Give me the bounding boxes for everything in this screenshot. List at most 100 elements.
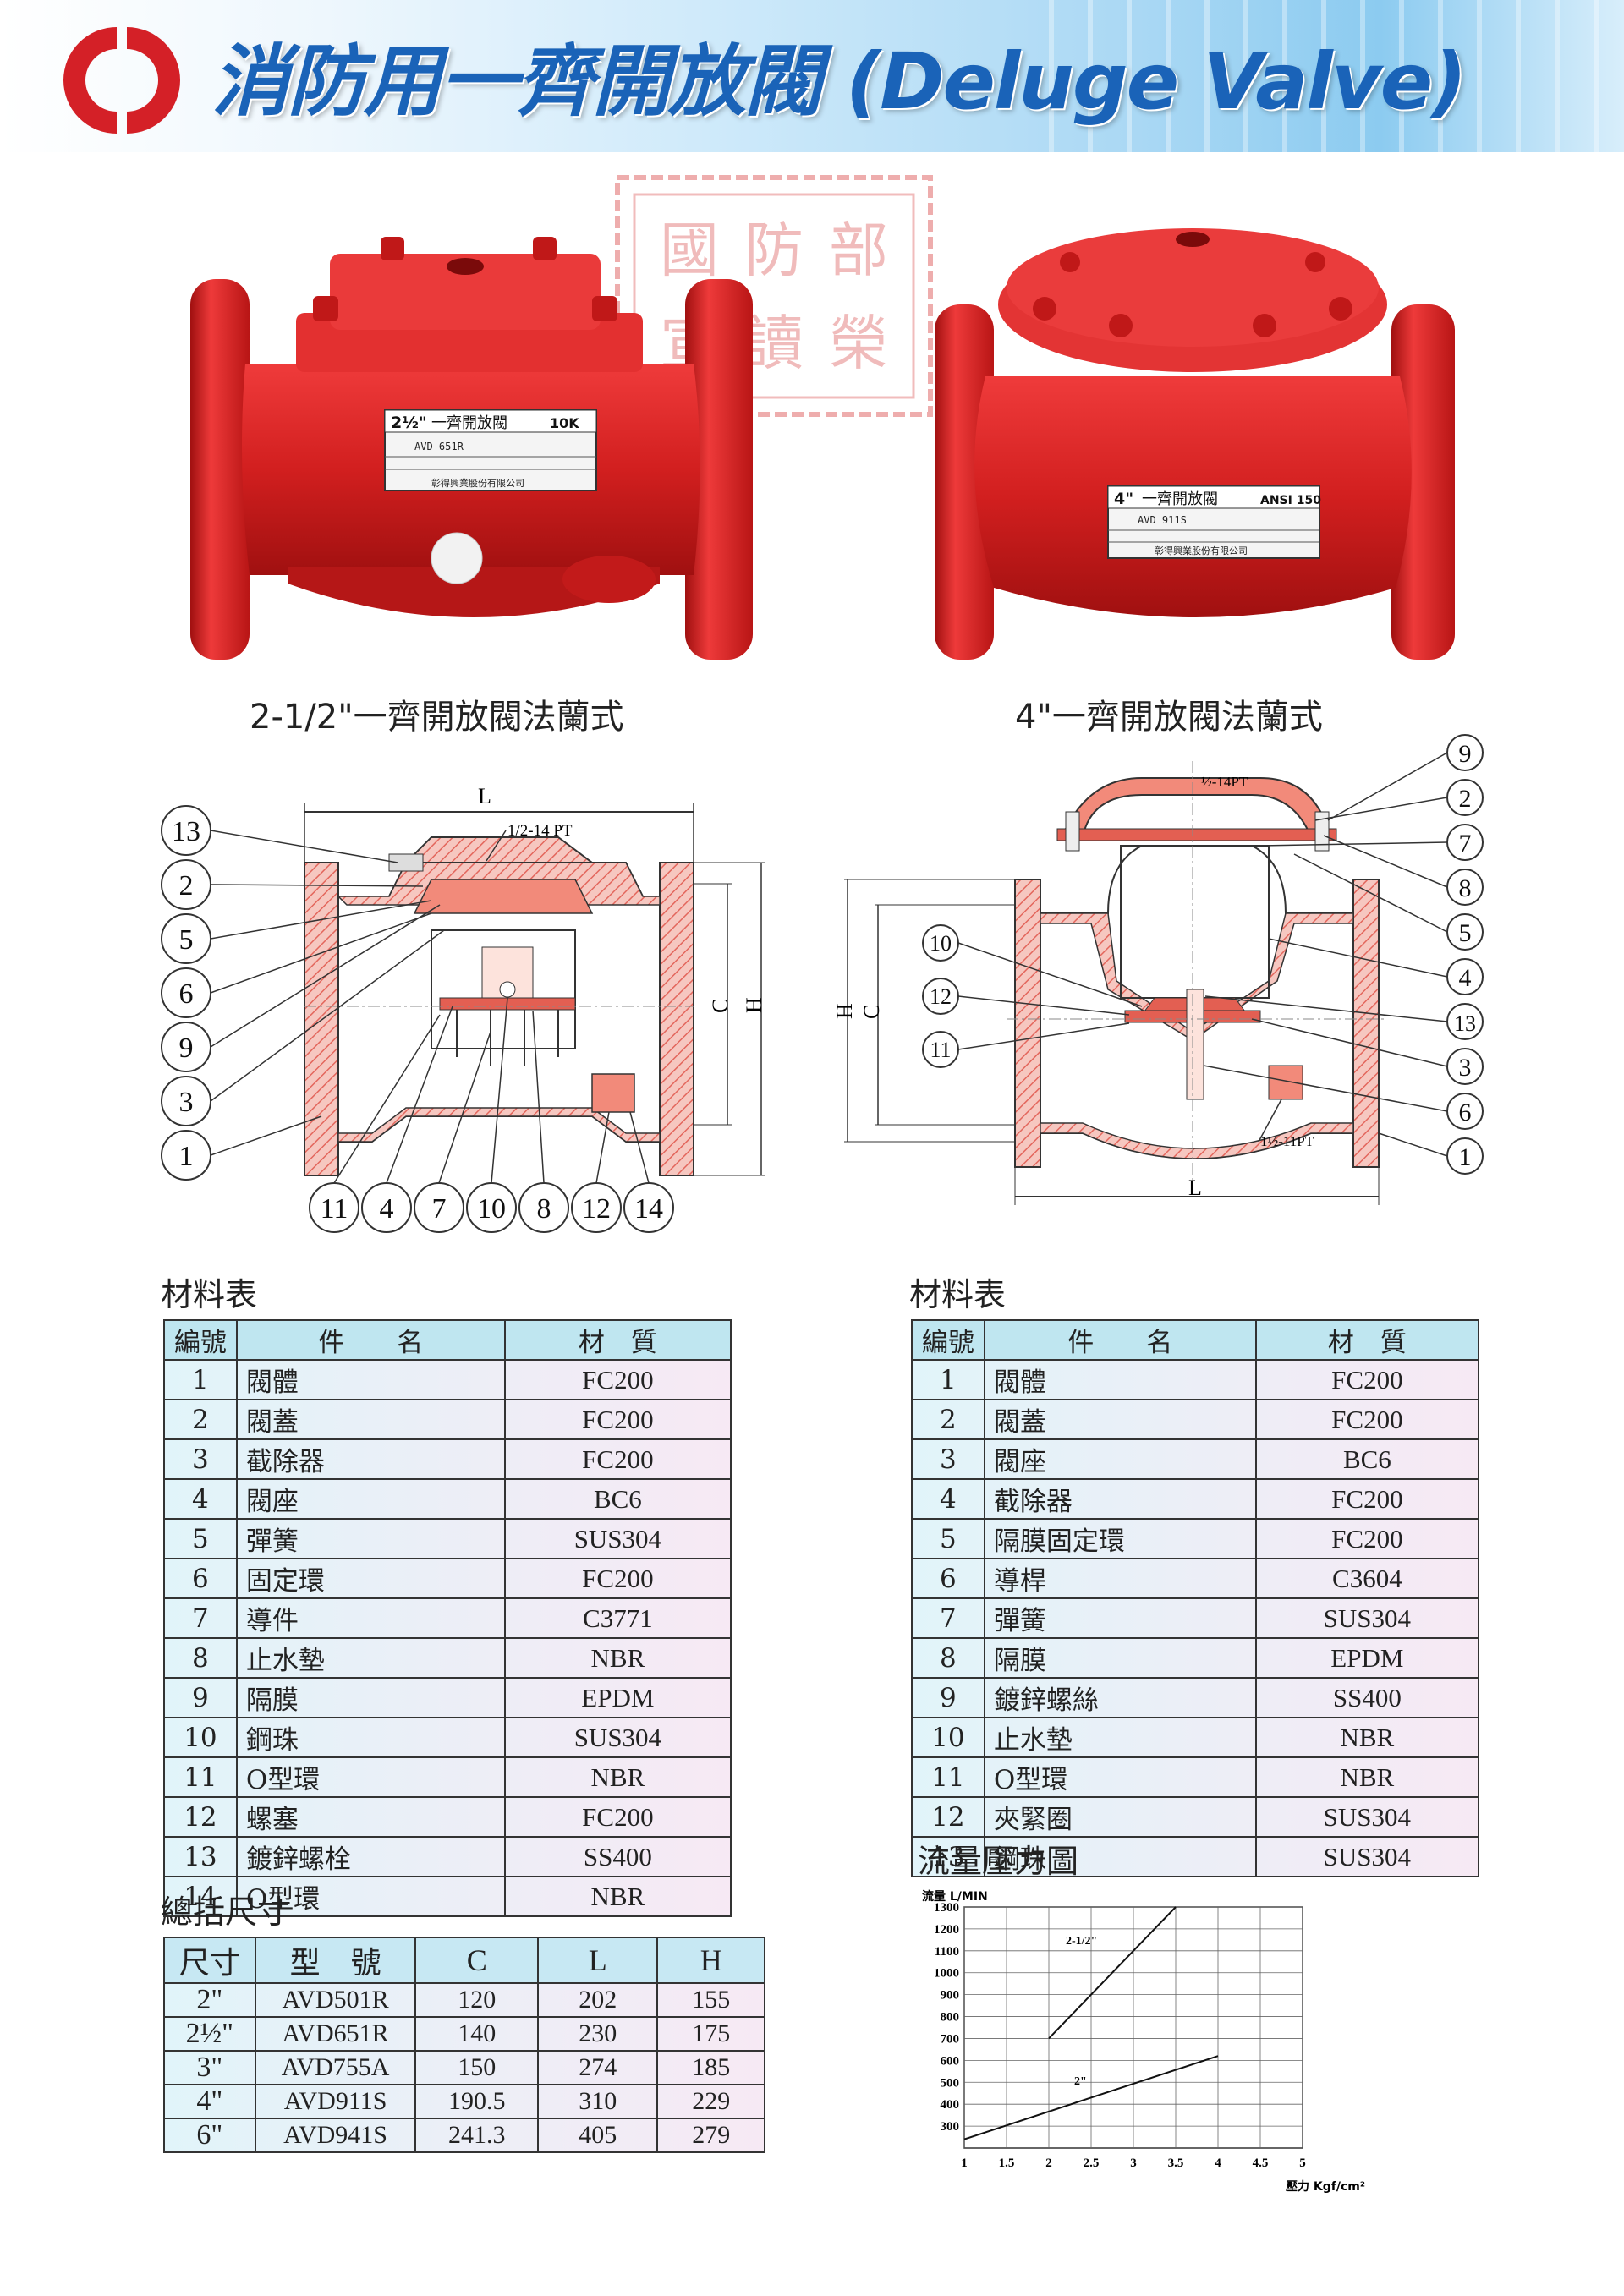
part-name: 閥體	[235, 1359, 506, 1400]
dim-size: 4"	[163, 2084, 256, 2119]
part-name: 隔膜	[983, 1637, 1257, 1679]
dim-header-size: 尺寸	[163, 1937, 256, 1984]
x-tick-label: 3.5	[1168, 2156, 1184, 2170]
svg-text:10: 10	[930, 931, 952, 956]
dim-H: 229	[656, 2084, 765, 2119]
part-material: FC200	[1254, 1478, 1480, 1520]
part-number: 10	[163, 1717, 238, 1758]
dim-model: AVD941S	[254, 2118, 417, 2153]
part-number: 13	[163, 1836, 238, 1877]
svg-text:4: 4	[380, 1193, 394, 1225]
part-number: 9	[911, 1677, 985, 1718]
svg-text:7: 7	[432, 1193, 447, 1225]
svg-text:6: 6	[179, 978, 194, 1010]
dim-label-C-left: C	[708, 999, 732, 1013]
svg-text:13: 13	[172, 816, 200, 847]
valve-photo-4in: 4" 一齊開放閥 ANSI 150 AVD 911S 彰得興業股份有限公司	[935, 228, 1455, 660]
svg-text:13: 13	[1454, 1011, 1476, 1036]
plate-rating-left: 10K	[550, 415, 579, 431]
part-material: FC200	[503, 1796, 732, 1838]
part-name: O型環	[235, 1876, 506, 1917]
y-tick-label: 800	[941, 2011, 960, 2025]
callout-6-left: 6	[161, 912, 432, 1018]
svg-text:8: 8	[537, 1193, 551, 1225]
page-title: 消防用一齊開放閥 (Deluge Valve)	[211, 36, 1467, 127]
col-header-material: 材 質	[1254, 1319, 1480, 1361]
valve-photo-2-5in: 2½" 一齊開放閥 10K AVD 651R 彰得興業股份有限公司	[190, 237, 753, 660]
callout-11-left: 11	[309, 1014, 441, 1233]
part-material: FC200	[503, 1558, 732, 1599]
col-header-part-name: 件 名	[235, 1319, 506, 1361]
series-line	[963, 2055, 1219, 2140]
part-material: NBR	[1254, 1717, 1480, 1758]
part-material: FC200	[1254, 1399, 1480, 1440]
part-number: 4	[911, 1478, 985, 1520]
callout-2-right: 2	[1314, 779, 1484, 821]
part-material: NBR	[1254, 1756, 1480, 1798]
col-header-number: 編號	[163, 1319, 238, 1361]
part-material: SUS304	[1254, 1796, 1480, 1838]
dim-C: 190.5	[414, 2084, 539, 2119]
part-number: 6	[163, 1558, 238, 1599]
dim-label-L-left: L	[478, 784, 491, 808]
part-material: SUS304	[1254, 1836, 1480, 1877]
part-name: 閥蓋	[983, 1399, 1257, 1440]
dim-L: 310	[536, 2084, 659, 2119]
part-material: FC200	[503, 1359, 732, 1400]
series-label: 2"	[1074, 2075, 1087, 2088]
callout-14-left: 14	[623, 1111, 674, 1233]
svg-text:5: 5	[179, 924, 194, 956]
part-material: NBR	[503, 1637, 732, 1679]
svg-text:6: 6	[1459, 1099, 1472, 1126]
dim-C: 241.3	[414, 2118, 539, 2153]
svg-text:10: 10	[477, 1193, 506, 1225]
part-material: SS400	[1254, 1677, 1480, 1718]
dim-H: 279	[656, 2118, 765, 2153]
part-number: 10	[911, 1717, 985, 1758]
x-axis-label: 壓力 Kgf/cm²	[1286, 2179, 1365, 2194]
callout-13-left: 13	[161, 805, 398, 863]
x-tick-label: 5	[1299, 2156, 1306, 2170]
part-number: 12	[163, 1796, 238, 1838]
part-number: 12	[911, 1796, 985, 1838]
dim-L: 274	[536, 2050, 659, 2085]
plate-title-right: 一齊開放閥	[1142, 490, 1218, 508]
svg-text:1: 1	[179, 1141, 194, 1172]
x-tick-label: 1.5	[999, 2156, 1015, 2170]
part-name: 隔膜固定環	[983, 1518, 1257, 1559]
callout-5-left: 5	[161, 900, 432, 964]
part-name: 閥體	[983, 1359, 1257, 1400]
callout-10-left: 10	[466, 997, 517, 1233]
dim-size: 6"	[163, 2118, 256, 2153]
cross-section-diagram-right: ½-14PT 1½-11PT L H C 9 2 7 8 5 4 13 3 6 …	[832, 734, 1484, 1205]
y-tick-label: 1200	[934, 1923, 959, 1937]
svg-text:9: 9	[1459, 740, 1472, 768]
red-seal-stamp: 國防部 宣讀榮	[615, 175, 933, 417]
y-tick-label: 1300	[934, 1901, 959, 1915]
svg-text:8: 8	[1459, 874, 1472, 902]
x-tick-label: 3	[1130, 2156, 1137, 2170]
callout-4-right: 4	[1268, 938, 1484, 995]
dim-header-C: C	[414, 1937, 539, 1984]
callout-4-left: 4	[361, 1006, 453, 1233]
svg-text:2: 2	[179, 870, 194, 901]
part-number: 14	[163, 1876, 238, 1917]
callout-12-right: 12	[922, 978, 1130, 1016]
svg-text:3: 3	[179, 1087, 194, 1118]
callout-9-right: 9	[1327, 734, 1484, 821]
part-name: 鋼珠	[235, 1717, 506, 1758]
dim-L: 202	[536, 1982, 659, 2018]
part-name: 固定環	[235, 1558, 506, 1599]
dim-model: AVD651R	[254, 2016, 417, 2052]
part-material: NBR	[503, 1756, 732, 1798]
